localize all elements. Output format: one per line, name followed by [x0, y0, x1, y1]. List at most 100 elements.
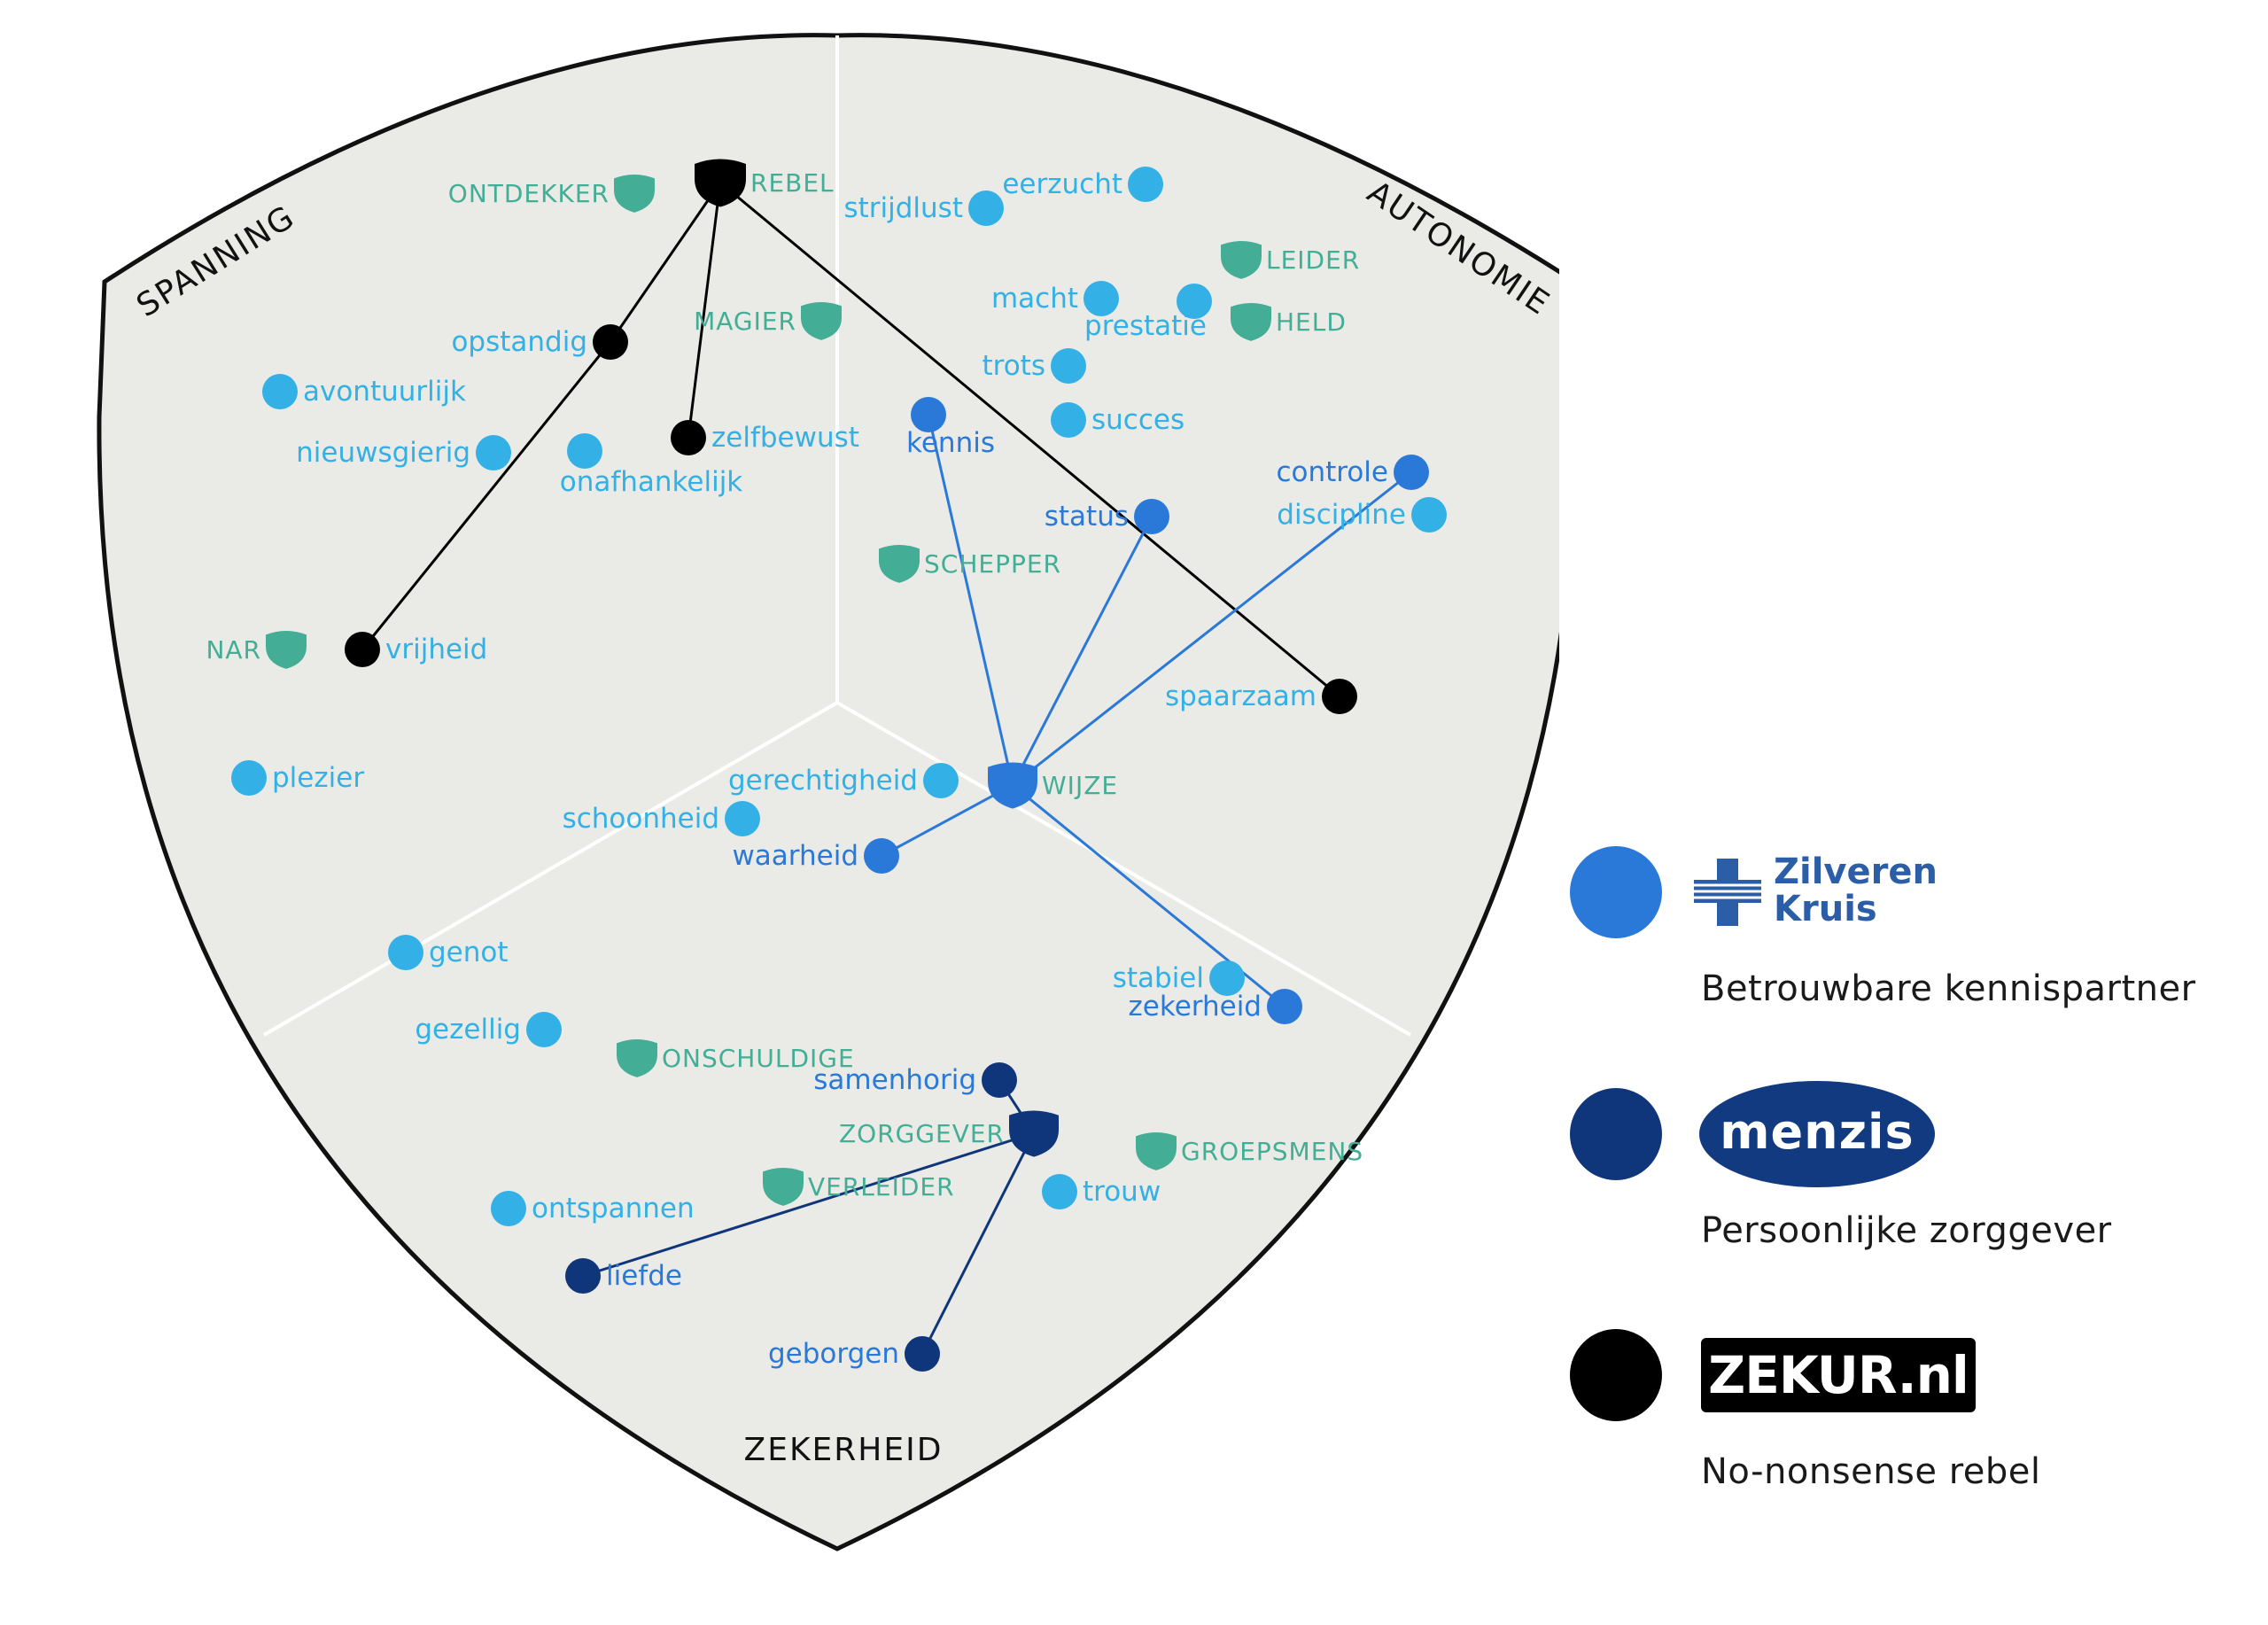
connection-zorggever-geborgen [920, 1132, 1036, 1355]
archetype-nar: NAR [206, 631, 307, 669]
archetype-verleider: VERLEIDER [763, 1168, 955, 1206]
zilveren-kruis-word-1: Zilveren [1774, 851, 1938, 892]
zekur-logo: ZEKUR.nl [1701, 1338, 1976, 1412]
term-dot-eerzucht [1128, 167, 1163, 202]
term-dot-discipline [1411, 497, 1447, 533]
term-strijdlust: strijdlust [843, 190, 1004, 226]
term-dot-gezellig [526, 1012, 562, 1047]
term-eerzucht: eerzucht [1002, 167, 1163, 202]
sector-label-zekerheid: ZEKERHEID [744, 1432, 944, 1468]
shield-icon [879, 545, 920, 583]
term-zekerheid: zekerheid [1129, 989, 1302, 1024]
archetype-label-verleider: VERLEIDER [808, 1172, 955, 1201]
zilveren-kruis-word-2: Kruis [1774, 889, 1877, 929]
legend-item-zekur: ZEKUR.nl No-nonsense rebel [1550, 1329, 2259, 1595]
legend-dot-menzis [1570, 1088, 1662, 1180]
term-label-kennis: kennis [906, 427, 995, 459]
legend-dot-zilveren-kruis [1570, 846, 1662, 938]
term-label-waarheid: waarheid [732, 840, 858, 872]
term-dot-status [1134, 499, 1169, 534]
zilveren-kruis-wordmark: Zilveren Kruis [1774, 853, 1938, 928]
term-trots: trots [983, 348, 1086, 384]
archetype-label-onschuldige: ONSCHULDIGE [662, 1044, 855, 1073]
term-dot-geborgen [905, 1336, 940, 1372]
connection-wijze-status [1011, 516, 1153, 786]
term-dot-strijdlust [968, 190, 1004, 226]
term-plezier: plezier [231, 760, 364, 796]
connection-rebel-opstandig [609, 182, 722, 343]
connection-rebel-zelfbewust [687, 182, 722, 439]
connection-zorggever-liefde [582, 1131, 1035, 1278]
term-dot-stabiel [1209, 960, 1245, 996]
term-schoonheid: schoonheid [563, 801, 760, 836]
term-succes: succes [1051, 402, 1184, 438]
term-prestatie: prestatie [1084, 284, 1212, 342]
term-stabiel: stabiel [1113, 960, 1245, 996]
term-dot-zelfbewust [671, 420, 706, 455]
term-liefde: liefde [565, 1258, 682, 1294]
divider-left [262, 701, 839, 1037]
term-dot-onafhankelijk [567, 433, 602, 469]
term-dot-schoonheid [725, 801, 760, 836]
legend-description-menzis: Persoonlijke zorggever [1701, 1210, 2112, 1251]
term-dot-nieuwsgierig [476, 435, 511, 470]
connections-layer [361, 181, 1412, 1355]
archetype-label-held: HELD [1276, 307, 1347, 337]
menzis-wordmark: menzis [1720, 1104, 1915, 1160]
term-label-gezellig: gezellig [415, 1014, 521, 1046]
term-dot-spaarzaam [1322, 679, 1357, 714]
menzis-logo: menzis [1699, 1081, 1935, 1187]
archetype-label-magier: MAGIER [694, 307, 796, 336]
legend-description-zilveren-kruis: Betrouwbare kennispartner [1701, 968, 2196, 1009]
term-vrijheid: vrijheid [345, 632, 487, 667]
term-trouw: trouw [1042, 1174, 1161, 1209]
term-dot-liefde [565, 1258, 601, 1294]
divider-right [835, 701, 1412, 1037]
term-geborgen: geborgen [768, 1336, 940, 1372]
shield-icon [763, 1168, 804, 1206]
term-macht: macht [991, 281, 1119, 316]
term-dot-kennis [911, 397, 946, 432]
term-dot-avontuurlijk [262, 374, 298, 409]
term-dot-succes [1051, 402, 1086, 438]
term-label-controle: controle [1276, 456, 1388, 488]
term-dot-trouw [1042, 1174, 1077, 1209]
term-label-onafhankelijk: onafhankelijk [560, 466, 743, 498]
term-label-opstandig: opstandig [451, 326, 587, 358]
archetype-label-nar: NAR [206, 635, 261, 665]
term-label-nieuwsgierig: nieuwsgierig [296, 437, 470, 469]
shield-icon [266, 631, 307, 669]
term-label-liefde: liefde [606, 1260, 682, 1292]
term-label-trouw: trouw [1083, 1176, 1161, 1208]
term-label-ontspannen: ontspannen [532, 1193, 695, 1225]
archetype-wijze: WIJZE [988, 762, 1118, 809]
legend-description-zekur: No-nonsense rebel [1701, 1451, 2041, 1492]
archetype-label-zorggever: ZORGGEVER [839, 1119, 1005, 1148]
term-dot-plezier [231, 760, 267, 796]
archetype-label-rebel: REBEL [750, 168, 835, 198]
archetype-label-wijze: WIJZE [1042, 771, 1118, 800]
term-dot-vrijheid [345, 632, 380, 667]
term-dot-zekerheid [1267, 989, 1302, 1024]
legend-item-menzis: menzis Persoonlijke zorggever [1550, 1081, 2259, 1354]
term-label-strijdlust: strijdlust [843, 192, 963, 224]
term-label-stabiel: stabiel [1113, 962, 1204, 994]
legend-dot-zekur [1570, 1329, 1662, 1421]
term-label-zelfbewust: zelfbewust [711, 422, 859, 454]
term-onafhankelijk: onafhankelijk [560, 433, 743, 498]
shield-icon [1009, 1110, 1059, 1157]
term-label-eerzucht: eerzucht [1002, 168, 1122, 200]
term-label-zekerheid: zekerheid [1129, 991, 1262, 1022]
term-dot-ontspannen [491, 1191, 526, 1226]
archetype-label-schepper: SCHEPPER [924, 549, 1061, 579]
archetype-schepper: SCHEPPER [879, 545, 1061, 583]
shield-icon [801, 302, 842, 340]
archetype-leider: LEIDER [1221, 241, 1359, 279]
term-avontuurlijk: avontuurlijk [262, 374, 466, 409]
connection-wijze-waarheid [881, 783, 1014, 858]
term-label-status: status [1045, 501, 1129, 533]
term-controle: controle [1276, 455, 1429, 490]
term-label-vrijheid: vrijheid [385, 634, 487, 665]
archetype-onschuldige: ONSCHULDIGE [617, 1039, 855, 1077]
term-dot-genot [388, 935, 423, 970]
